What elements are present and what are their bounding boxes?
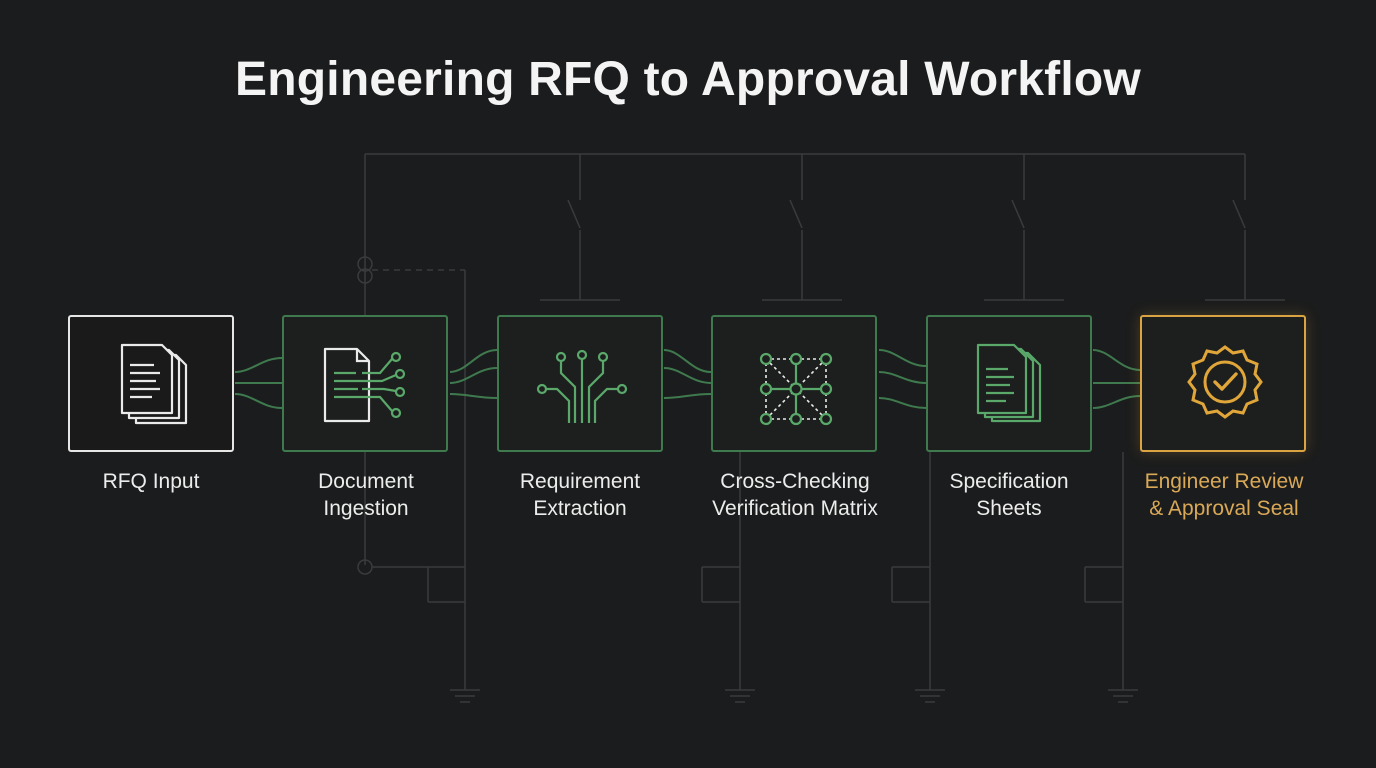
diagram-title: Engineering RFQ to Approval Workflow [235, 53, 1141, 106]
circuit-tree-icon [536, 349, 628, 423]
step-label-rfq-input: RFQ Input [102, 470, 200, 493]
step-box-verification-matrix [711, 315, 877, 452]
document-ingest-icon [323, 347, 406, 423]
document-stack-icon [120, 343, 188, 425]
step-box-rfq-input [68, 315, 234, 452]
step-box-document-ingestion [282, 315, 448, 452]
node-matrix-icon [759, 352, 833, 426]
step-label-approval-seal: Engineer Review& Approval Seal [1144, 470, 1304, 520]
step-box-approval-seal [1140, 315, 1306, 452]
sheets-stack-icon [976, 343, 1042, 423]
step-box-specification-sheets [926, 315, 1092, 452]
step-box-requirement-extraction [497, 315, 663, 452]
approval-seal-icon [1187, 345, 1263, 419]
